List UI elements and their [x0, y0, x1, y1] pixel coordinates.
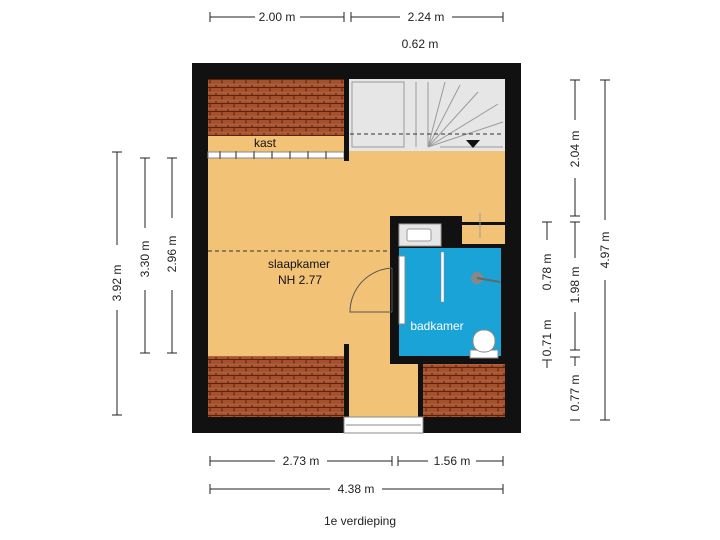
- room-label-closet: kast: [254, 136, 277, 150]
- shower-drain-line: [476, 277, 501, 283]
- dim-bottom-right: 1.56 m: [434, 454, 471, 468]
- dim-left-outer: 3.92 m: [110, 265, 124, 302]
- dim-right-upper: 2.04 m: [568, 131, 582, 168]
- dim-bottom-left: 2.73 m: [283, 454, 320, 468]
- closet-wall: [207, 151, 345, 159]
- dim-bottom-total: 4.38 m: [338, 482, 375, 496]
- bathroom-floor-lower: [399, 340, 459, 356]
- bedroom-door-swing: [349, 267, 393, 313]
- stair-steps: [351, 81, 504, 148]
- bathroom-door[interactable]: [398, 255, 406, 325]
- closet-rail-ticks: [219, 151, 327, 159]
- room-label-bedroom-height: NH 2.77: [278, 273, 322, 287]
- room-label-bedroom: slaapkamer: [268, 257, 330, 271]
- dim-left-middle: 3.30 m: [138, 241, 152, 278]
- stair-direction-arrow: [466, 140, 480, 148]
- dim-right-small-a: 0.71 m: [540, 320, 554, 357]
- roof-tiles-top-left: [208, 79, 344, 136]
- dim-left-inner: 2.96 m: [165, 236, 179, 273]
- dim-right-small-b: 0.78 m: [540, 254, 554, 291]
- dim-right-middle: 1.98 m: [568, 267, 582, 304]
- roof-tiles-bottom-right: [422, 363, 505, 417]
- dim-right-total: 4.97 m: [598, 232, 612, 269]
- stair-area: [348, 79, 505, 151]
- wall-segment-left: [344, 344, 349, 433]
- room-label-bathroom: badkamer: [410, 319, 463, 333]
- dim-top-small: 0.62 m: [402, 37, 439, 51]
- shower-glass: [440, 251, 445, 303]
- sink-bowl: [406, 228, 432, 242]
- floor-label: 1e verdieping: [323, 514, 397, 528]
- stair-wall-left: [344, 79, 349, 161]
- landing-partition: [462, 222, 505, 225]
- roof-tiles-bottom-left: [208, 356, 344, 417]
- dimension-lines: [112, 12, 610, 494]
- wall-segment-right: [418, 356, 423, 433]
- dim-top-right: 2.24 m: [408, 10, 445, 24]
- dim-right-lower: 0.77 m: [568, 375, 582, 412]
- toilet-bowl: [472, 329, 496, 353]
- dim-top-left: 2.00 m: [259, 10, 296, 24]
